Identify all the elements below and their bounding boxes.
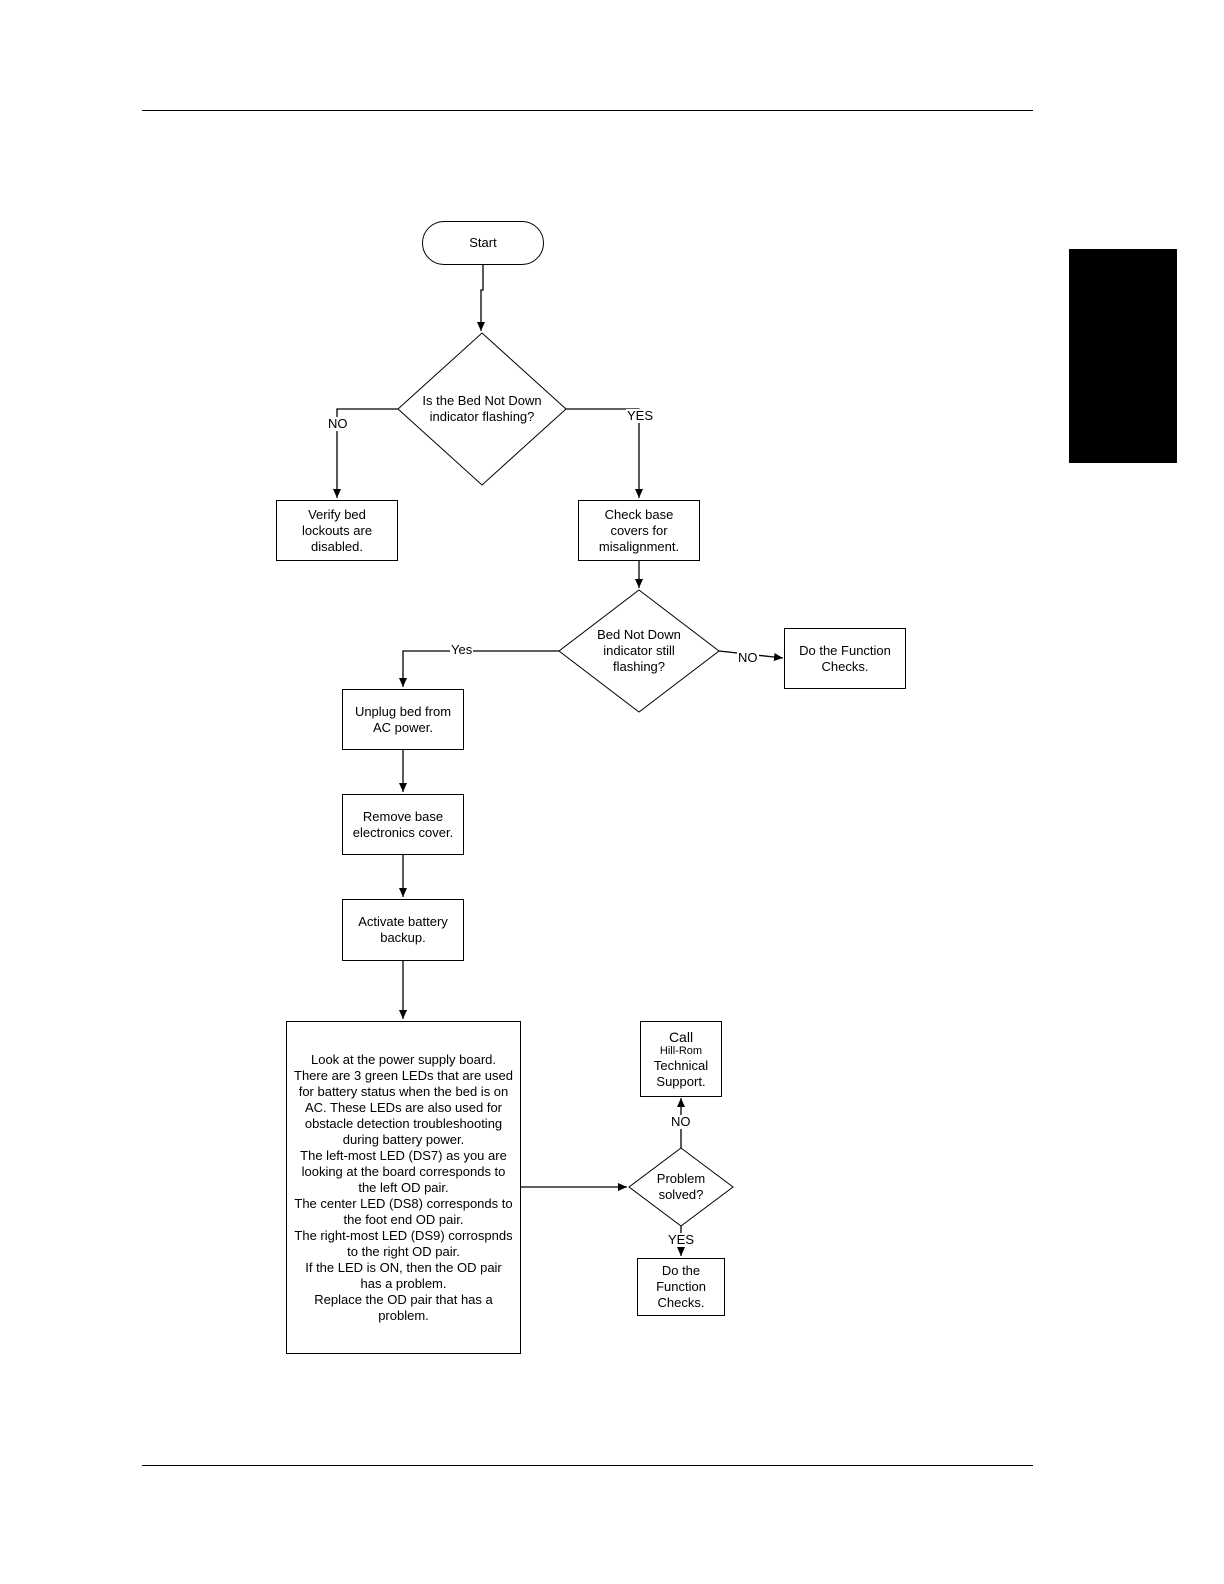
remove-cover-box: Remove base electronics cover. [342,794,464,855]
edge-q1-no [333,408,398,498]
function-checks-box-2: Do the Function Checks. [637,1258,725,1316]
decision-flashing-text: Is the Bed Not Down indicator flashing? [422,393,542,424]
instructions-box: Look at the power supply board. There ar… [286,1021,521,1354]
unplug-box: Unplug bed from AC power. [342,689,464,750]
edge-label-q1-yes: YES [626,408,655,423]
top-rule [142,110,1033,111]
activate-battery-box: Activate battery backup. [342,899,464,961]
edge-label-q3-yes: YES [667,1232,696,1247]
check-covers-box: Check base covers for misalignment. [578,500,700,561]
start-node: Start [422,221,544,265]
edge-label-q2-no: NO [737,650,759,665]
verify-lockouts-box: Verify bed lockouts are disabled. [276,500,398,561]
call-support-line3: Technical Support. [653,1057,709,1089]
function-checks-box-1: Do the Function Checks. [784,628,906,689]
edge-label-q2-yes: Yes [450,642,474,657]
call-support-line2: Hill-Rom [659,1044,703,1057]
decision-diamond-still-flashing [558,589,720,713]
call-support-box: Call Hill-Rom Technical Support. [640,1021,722,1097]
decision-diamond-flashing [397,332,567,486]
edge-start-to-q1 [477,265,485,331]
decision-solved-text: Problem solved? [656,1171,706,1202]
section-tab [1069,249,1177,463]
call-support-line1: Call [668,1028,694,1045]
decision-still-flashing-text: Bed Not Down indicator still flashing? [597,627,681,674]
edge-label-q3-no: NO [670,1114,692,1129]
edge-label-q1-no: NO [327,416,349,431]
edge-q2-yes [399,650,559,687]
bottom-rule [142,1465,1033,1466]
